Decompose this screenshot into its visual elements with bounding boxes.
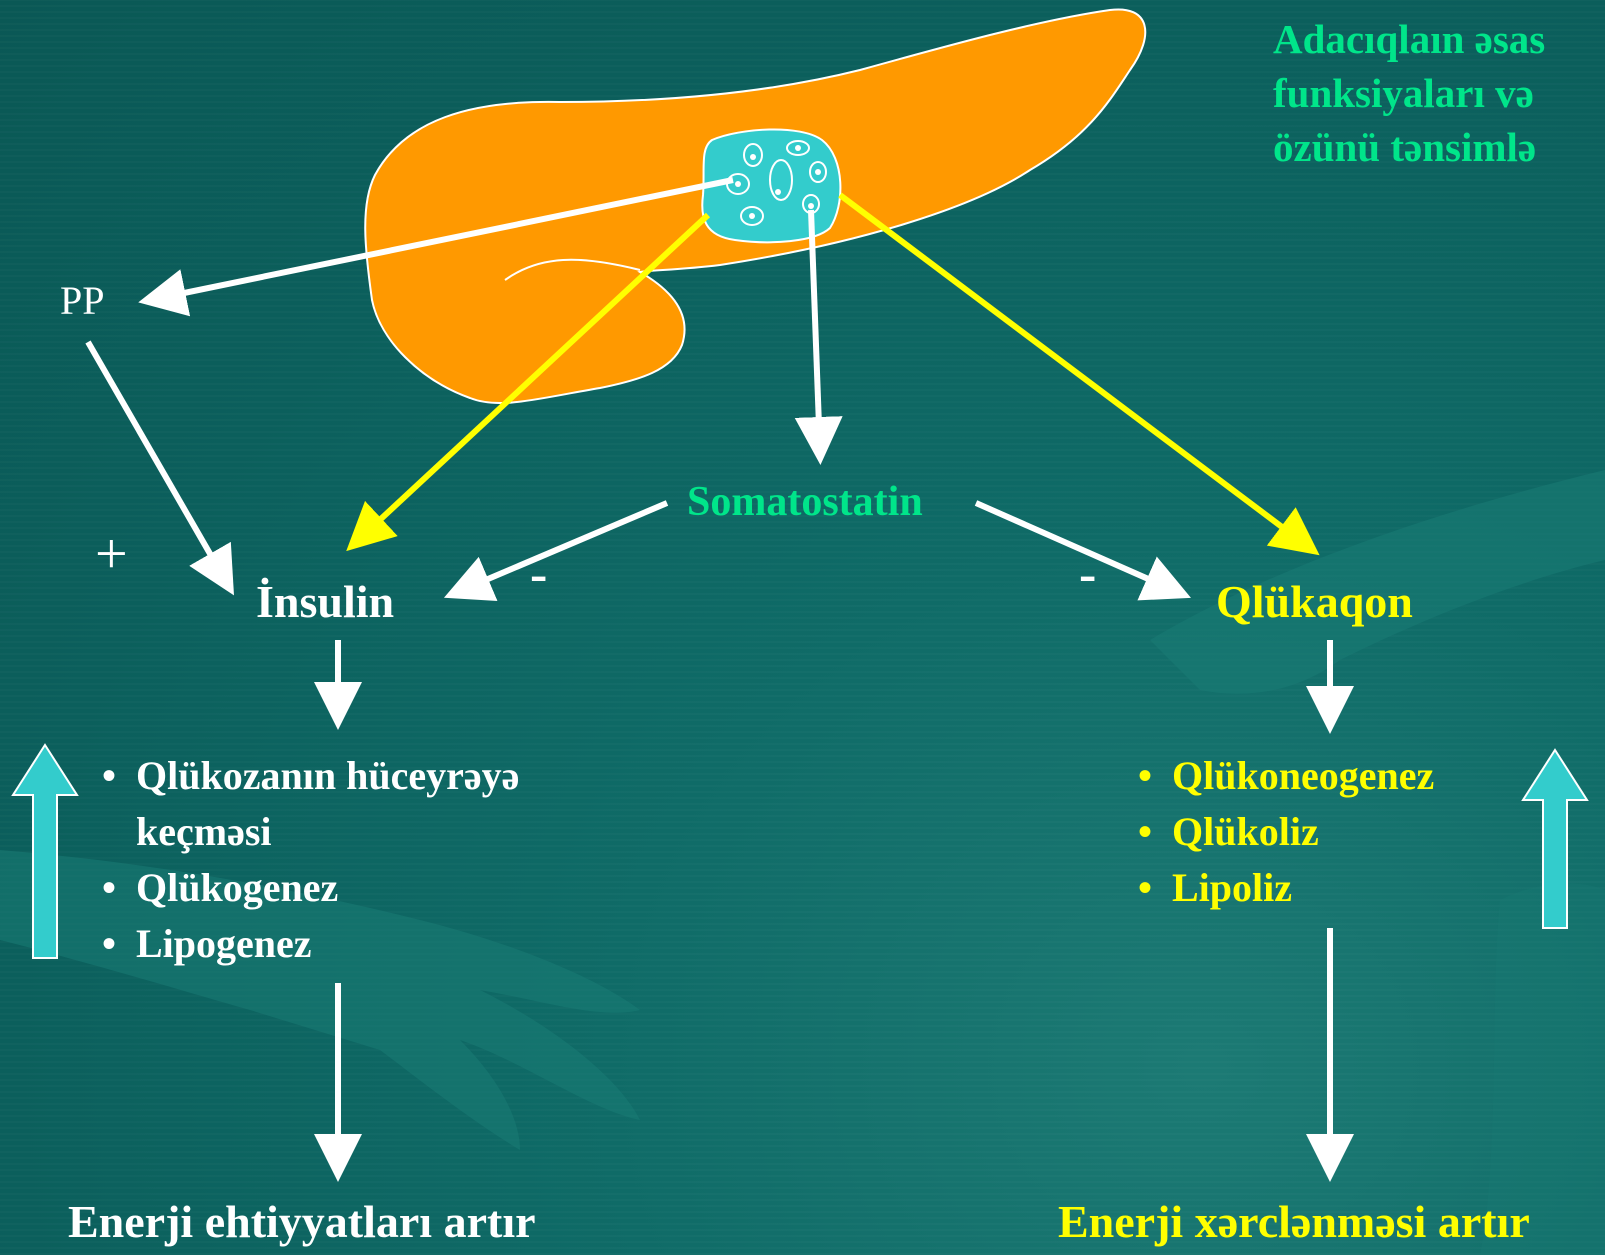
- outcome-insulin: Enerji ehtiyyatları artır: [68, 1195, 536, 1248]
- title-line: özünü tənsimlə: [1273, 120, 1545, 174]
- plus-sign: +: [95, 520, 128, 587]
- minus-sign-left: -: [530, 545, 547, 604]
- arrow-somatostatin-to-glucagon: [976, 503, 1180, 593]
- title-line: Adacıqlaın əsas: [1273, 12, 1545, 66]
- label-glucagon: Qlükaqon: [1216, 575, 1413, 628]
- outcome-glucagon: Enerji xərclənməsi artır: [1058, 1195, 1530, 1248]
- list-item: Lipoliz: [1134, 860, 1534, 916]
- label-pp: PP: [60, 277, 105, 324]
- arrow-somatostatin-to-insulin: [455, 503, 667, 593]
- islet-cells: [702, 129, 840, 242]
- label-insulin: İnsulin: [256, 575, 394, 628]
- list-item: Qlükozanın hüceyrəyə keçməsi: [98, 748, 576, 860]
- glucagon-effects-list: Qlükoneogenez Qlükoliz Lipoliz: [1134, 748, 1534, 916]
- insulin-effects-list: Qlükozanın hüceyrəyə keçməsi Qlükogenez …: [98, 748, 578, 972]
- list-item: Qlükoneogenez: [1134, 748, 1534, 804]
- list-item: Qlükogenez: [98, 860, 578, 916]
- list-item: Lipogenez: [98, 916, 578, 972]
- title-line: funksiyaları və: [1273, 66, 1545, 120]
- list-item: Qlükoliz: [1134, 804, 1534, 860]
- minus-sign-right: -: [1079, 545, 1096, 604]
- label-somatostatin: Somatostatin: [687, 478, 923, 526]
